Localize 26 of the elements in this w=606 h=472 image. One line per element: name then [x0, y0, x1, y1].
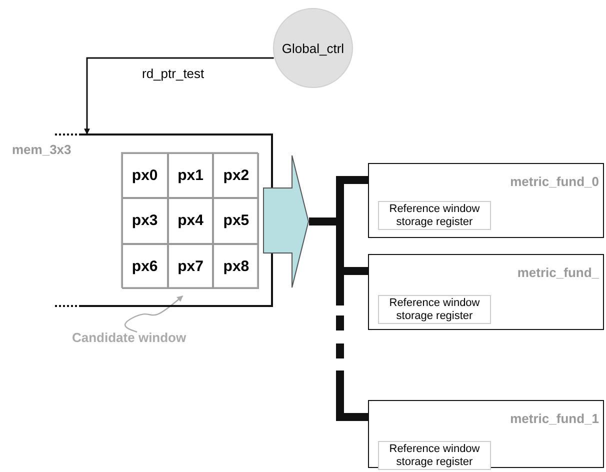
node-label: Global_ctrl — [280, 41, 346, 56]
leader-line — [124, 296, 184, 333]
pixel-cell: px4 — [168, 198, 214, 244]
module-label: metric_fund_ — [517, 265, 599, 280]
metric-module-box — [368, 400, 604, 468]
pixel-cell: px5 — [213, 198, 260, 244]
edge-label: rd_ptr_test — [140, 66, 206, 81]
module-label: metric_fund_1 — [510, 411, 599, 426]
pixel-cell: px6 — [122, 244, 168, 289]
register-box: Reference window storage register — [378, 295, 491, 324]
pixel-cell: px7 — [168, 244, 214, 289]
metric-module-box — [368, 254, 604, 330]
register-box: Reference window storage register — [378, 201, 491, 230]
pixel-grid — [121, 152, 258, 288]
callout-text: Candidate window — [72, 330, 202, 350]
block-arrow — [263, 155, 309, 288]
arrow — [84, 57, 274, 135]
pixel-cell: px8 — [213, 244, 260, 289]
pixel-cell: px2 — [213, 153, 260, 198]
metric-module-box — [368, 163, 604, 238]
module-label: metric_fund_0 — [510, 174, 599, 189]
register-box: Reference window storage register — [378, 441, 491, 470]
pixel-cell: px3 — [122, 198, 168, 244]
pixel-cell: px1 — [168, 153, 214, 198]
pixel-cell: px0 — [122, 153, 168, 198]
block-label: mem_3x3 — [12, 142, 72, 157]
